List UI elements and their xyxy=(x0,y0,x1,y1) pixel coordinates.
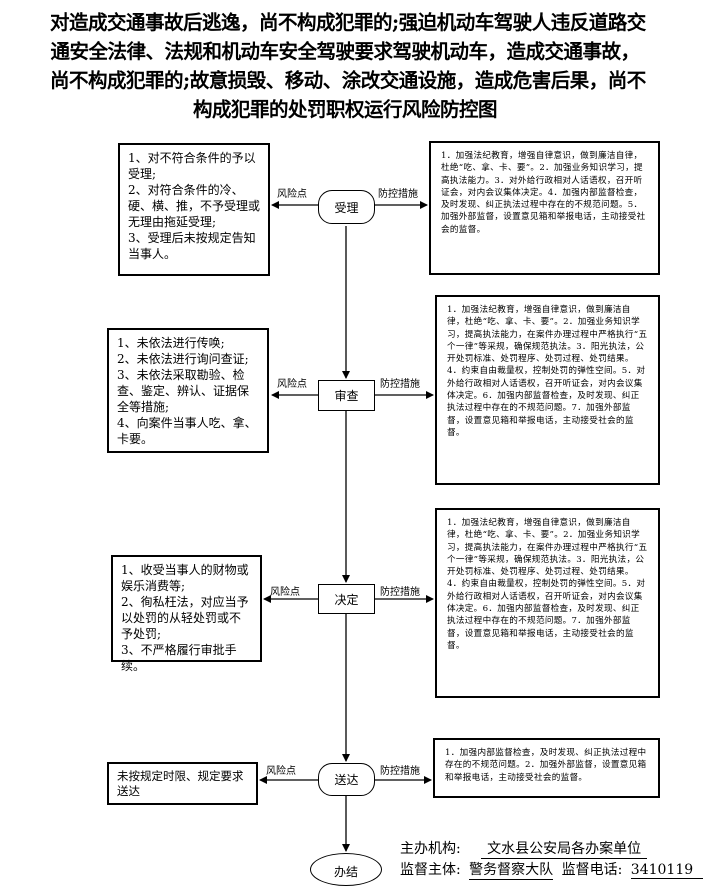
title-line: 通安全法律、法规和机动车安全驾驶要求驾驶机动车，造成交通事故， xyxy=(50,40,640,63)
risk-item: 2、对符合条件的冷、硬、横、推，不予受理或无理由拖延受理; xyxy=(128,183,261,229)
control-measure-label: 防控措施 xyxy=(380,587,420,598)
phone-value: 3410119 xyxy=(630,862,704,879)
node-deliver: 送达 xyxy=(318,763,375,796)
supervisor-label: 监督主体: xyxy=(400,862,461,878)
phone-label: 监督电话: xyxy=(561,862,623,878)
decide-measure-box: 1．加强法纪教育，增强自律意识，做到廉洁自律，杜绝“吃、拿、卡、要”。2．加强业… xyxy=(435,508,660,698)
title-line: 构成犯罪的处罚职权运行风险防控图 xyxy=(192,98,498,121)
footer-supervisor-row: 监督主体: 警务督察大队 监督电话: 3410119 xyxy=(400,859,704,880)
diagram-title: 对造成交通事故后逃逸，尚不构成犯罪的;强迫机动车驾驶人违反道路交 通安全法律、法… xyxy=(50,8,646,124)
risk-point-label: 风险点 xyxy=(277,189,307,200)
control-measure-label: 防控措施 xyxy=(378,189,418,200)
risk-item: 2、徇私枉法，对应当予以处罚的从轻处罚或不予处罚; xyxy=(121,595,249,641)
node-decide: 决定 xyxy=(318,584,375,614)
risk-item: 3、不严格履行审批手续。 xyxy=(121,643,237,673)
node-finish: 办结 xyxy=(310,853,382,886)
footer-host-row: 主办机构: 文水县公安局各办案单位 xyxy=(400,838,648,859)
control-measure-label: 防控措施 xyxy=(380,766,420,777)
host-label: 主办机构: xyxy=(400,841,461,857)
supervisor-value: 警务督察大队 xyxy=(469,859,554,880)
risk-point-label: 风险点 xyxy=(270,587,300,598)
risk-item: 4、向案件当事人吃、拿、卡要。 xyxy=(117,416,257,446)
risk-item: 1、未依法进行传唤; xyxy=(117,336,225,350)
deliver-measure-box: 1．加强内部监督检查，及时发现、纠正执法过程中存在的不规范问题。2．加强外部监督… xyxy=(433,738,660,798)
accept-risk-box: 1、对不符合条件的予以受理; 2、对符合条件的冷、硬、横、推，不予受理或无理由拖… xyxy=(118,143,270,276)
decide-risk-box: 1、收受当事人的财物或娱乐消费等; 2、徇私枉法，对应当予以处罚的从轻处罚或不予… xyxy=(111,555,262,673)
risk-item: 未按规定时限、规定要求送达 xyxy=(117,769,244,798)
control-measure-label: 防控措施 xyxy=(380,379,420,390)
risk-item: 3、受理后未按规定告知当事人。 xyxy=(128,231,256,261)
risk-item: 1、对不符合条件的予以受理; xyxy=(128,151,256,181)
deliver-risk-box: 未按规定时限、规定要求送达 xyxy=(107,762,258,805)
risk-item: 1、收受当事人的财物或娱乐消费等; xyxy=(121,563,249,593)
review-risk-box: 1、未依法进行传唤; 2、未依法进行询问查证; 3、未依法采取勘验、检查、鉴定、… xyxy=(107,328,269,453)
title-line: 对造成交通事故后逃逸，尚不构成犯罪的;强迫机动车驾驶人违反道路交 xyxy=(50,11,646,34)
node-accept: 受理 xyxy=(318,190,375,224)
risk-point-label: 风险点 xyxy=(266,766,296,777)
title-line: 尚不构成犯罪的;故意损毁、移动、涂改交通设施，造成危害后果，尚不 xyxy=(50,69,646,92)
accept-measure-box: 1．加强法纪教育，增强自律意识，做到廉洁自律，杜绝“吃、拿、卡、要”。2．加强业… xyxy=(429,141,660,275)
node-review: 审查 xyxy=(318,380,375,411)
risk-item: 2、未依法进行询问查证; xyxy=(117,352,249,366)
host-value: 文水县公安局各办案单位 xyxy=(481,838,648,859)
risk-item: 3、未依法采取勘验、检查、鉴定、辨认、证据保全等措施; xyxy=(117,368,250,414)
review-measure-box: 1．加强法纪教育，增强自律意识，做到廉洁自律，杜绝“吃、拿、卡、要”。2．加强业… xyxy=(435,295,660,485)
risk-point-label: 风险点 xyxy=(277,379,307,390)
